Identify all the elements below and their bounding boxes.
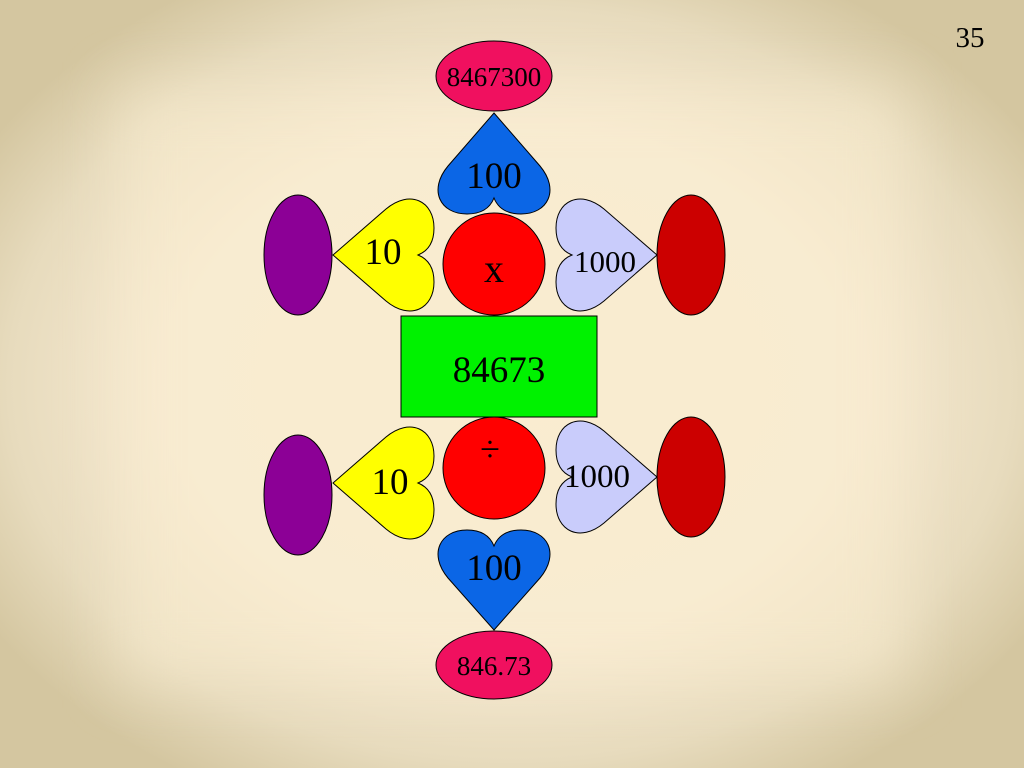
center-number-box: 84673 [400, 315, 598, 418]
heart-lower-left-yellow: 10 [332, 426, 435, 540]
result-text-bottom: 846.73 [457, 651, 531, 681]
heart-lower-right-lavender: 1000 [555, 420, 658, 534]
heart-upper-right-label: 1000 [574, 244, 636, 279]
heart-bottom-label: 100 [466, 548, 522, 589]
heart-top-shape [437, 112, 551, 215]
heart-bottom-shape [437, 529, 551, 631]
heart-lower-left-label: 10 [372, 462, 409, 503]
oval-upper-left [263, 194, 333, 316]
heart-upper-left-shape [332, 198, 435, 312]
heart-upper-right-shape [555, 198, 658, 312]
page-number: 35 [955, 22, 985, 54]
heart-upper-left-yellow: 10 [332, 198, 435, 312]
heart-upper-left-label: 10 [365, 232, 402, 273]
heart-lower-right-shape [555, 420, 658, 534]
divide-operator: ÷ [442, 416, 546, 520]
result-oval-top [435, 40, 553, 112]
result-oval-bottom [435, 630, 553, 700]
operator-circle-top [442, 212, 546, 316]
oval-lower-left [263, 434, 333, 556]
divide-result: 846.73 [435, 630, 553, 700]
heart-lower-right-label: 1000 [564, 459, 630, 495]
heart-upper-right-lavender: 1000 [555, 198, 658, 312]
multiply-operator: x [442, 212, 546, 316]
heart-top-label: 100 [466, 156, 522, 197]
oval-lower-right [656, 416, 726, 538]
multiply-result: 8467300 [435, 40, 553, 112]
operator-x-label: x [484, 246, 504, 291]
operator-circle-bottom [442, 416, 546, 520]
center-number-label: 84673 [453, 350, 546, 391]
heart-bottom-blue: 100 [437, 529, 551, 631]
oval-upper-right [656, 194, 726, 316]
heart-top-blue: 100 [437, 112, 551, 215]
result-text-top: 8467300 [447, 62, 542, 92]
center-box [400, 315, 598, 418]
heart-lower-left-shape [332, 426, 435, 540]
operator-divide-label: ÷ [480, 429, 500, 469]
